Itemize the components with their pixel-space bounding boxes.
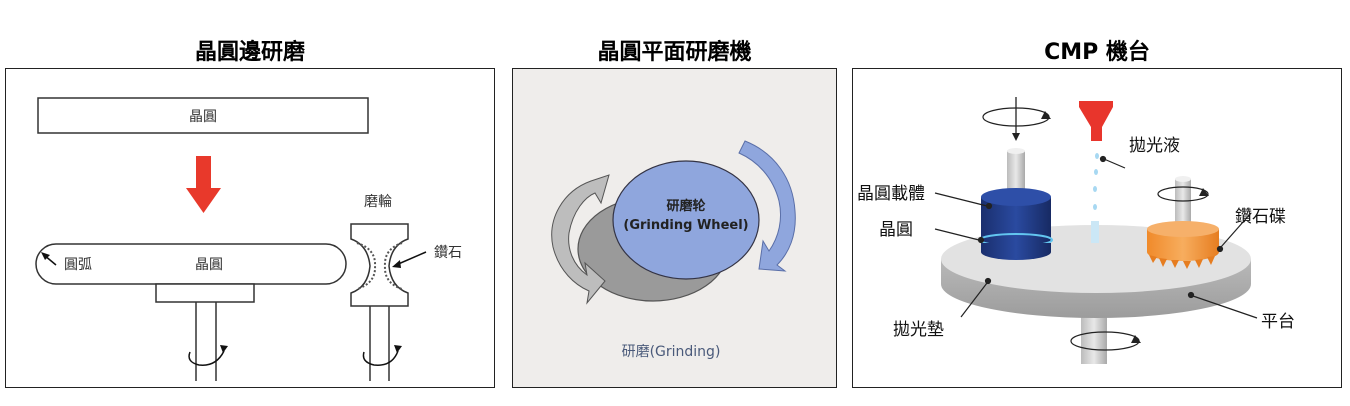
arc-label: 圓弧 bbox=[64, 257, 92, 273]
grinding-wheel-disc bbox=[612, 160, 760, 280]
slurry-drops bbox=[1091, 153, 1099, 243]
label-diamond-disk: 鑽石碟 bbox=[1235, 207, 1286, 227]
wafer-top-rect bbox=[37, 97, 369, 134]
slurry-nozzle bbox=[1079, 101, 1113, 141]
edge-grinding-diagram: 晶圓 晶圓 圓弧 磨輪 鑽石 bbox=[35, 97, 462, 381]
chuck-block bbox=[155, 283, 255, 303]
wafer-top-label: 晶圓 bbox=[189, 109, 217, 125]
panel-edge-grinding: 晶圓 晶圓 圓弧 磨輪 鑽石 bbox=[5, 68, 495, 388]
panel-surface-grinder: 研磨轮 (Grinding Wheel) 研磨(Grinding) bbox=[512, 68, 837, 388]
label-carrier: 晶圓載體 bbox=[857, 184, 925, 204]
panel-3-title: CMP 機台 bbox=[1044, 40, 1150, 65]
diamond-label: 鑽石 bbox=[434, 245, 462, 261]
panel-1-title: 晶圓邊研磨 bbox=[194, 40, 305, 65]
wheel-label-line2: (Grinding Wheel) bbox=[623, 218, 748, 233]
label-platen: 平台 bbox=[1261, 312, 1295, 332]
grinding-caption: 研磨(Grinding) bbox=[622, 344, 721, 360]
panel-cmp: 拋光液 晶圓載體 晶圓 鑽石碟 拋光墊 平台 bbox=[852, 68, 1342, 388]
diamond-disk bbox=[1147, 229, 1219, 261]
wheel-label-line1: 研磨轮 bbox=[666, 198, 705, 214]
rotation-arrow-blue bbox=[738, 140, 796, 272]
wheel-label: 磨輪 bbox=[364, 193, 392, 210]
label-slurry: 拋光液 bbox=[1129, 136, 1180, 156]
label-pad: 拋光墊 bbox=[893, 320, 944, 340]
rotation-arrow-left bbox=[188, 350, 225, 366]
cmp-diagram: 拋光液 晶圓載體 晶圓 鑽石碟 拋光墊 平台 bbox=[857, 97, 1295, 364]
red-down-arrow bbox=[186, 156, 221, 213]
rotation-arrow-gray bbox=[551, 174, 610, 305]
rotation-arrow-right bbox=[362, 350, 399, 366]
label-wafer: 晶圓 bbox=[879, 220, 913, 240]
surface-grinder-diagram: 研磨轮 (Grinding Wheel) 研磨(Grinding) bbox=[551, 140, 796, 360]
wafer-bottom-label: 晶圓 bbox=[195, 257, 223, 273]
panel-2-title: 晶圓平面研磨機 bbox=[597, 40, 752, 65]
diamond-pointer bbox=[395, 251, 427, 266]
